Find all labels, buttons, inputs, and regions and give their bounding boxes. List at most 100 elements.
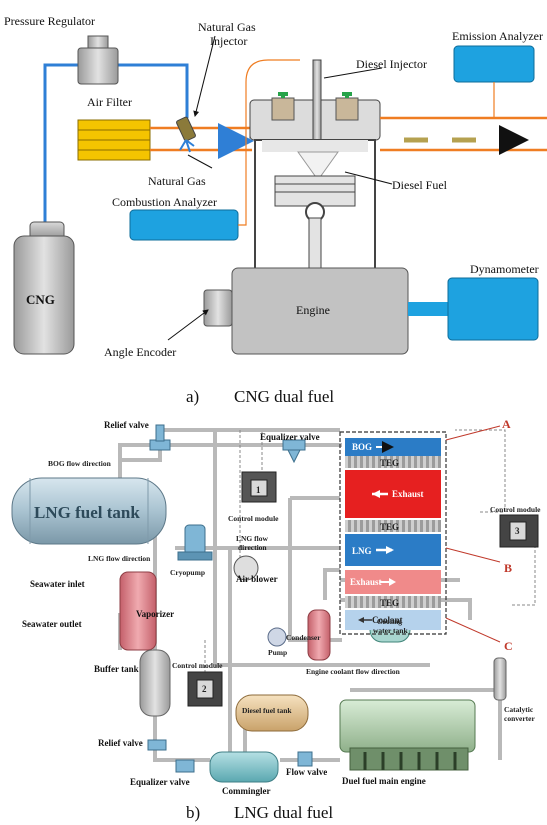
pump	[267, 627, 287, 647]
marker-b: B	[504, 561, 512, 575]
dynamometer	[447, 277, 539, 341]
label-lng-flow-1: LNG flow direction	[88, 554, 151, 563]
label-engine-coolant-flow: Engine coolant flow direction	[306, 667, 401, 676]
marker-a-pointer	[445, 425, 501, 441]
label-diesel-fuel-tank: Diesel fuel tank	[242, 706, 292, 715]
label-control-module-1: Control module	[228, 514, 279, 523]
label-relief-valve-bottom: Relief valve	[98, 738, 143, 748]
cylinder-block	[254, 139, 376, 271]
band-teg-3	[345, 596, 441, 608]
label-pressure-regulator: Pressure Regulator	[4, 14, 95, 28]
control-module-3	[499, 514, 539, 548]
teg-stack	[339, 431, 447, 635]
label-cng: CNG	[26, 292, 55, 307]
natural-gas-injector	[176, 116, 196, 153]
label-catalytic-2: converter	[504, 714, 535, 723]
vaporizer	[119, 571, 157, 651]
lng-fuel-tank	[11, 477, 167, 545]
label-cooling-2: water tank	[373, 626, 408, 635]
label-natural-gas: Natural Gas	[148, 174, 206, 188]
relief-valve-bottom	[147, 739, 167, 751]
label-pump: Pump	[268, 648, 287, 657]
label-angle-encoder: Angle Encoder	[104, 345, 176, 359]
label-control-module-3: Control module	[490, 505, 541, 514]
label-seawater-inlet: Seawater inlet	[30, 579, 85, 589]
panel-b: Relief valve BOG flow direction Equalize…	[11, 417, 541, 822]
exhaust-pipes	[380, 116, 547, 152]
label-diesel-injector: Diesel Injector	[356, 57, 427, 71]
marker-c: C	[504, 639, 513, 653]
band-teg-2	[345, 520, 441, 532]
control-module-2	[187, 671, 223, 707]
label-seawater-outlet: Seawater outlet	[22, 619, 82, 629]
label-lng-fuel-tank: LNG fuel tank	[34, 503, 140, 522]
panel-a: Pressure Regulator Natural Gas Injector …	[4, 14, 547, 406]
label-cooling-1: Cooling	[377, 617, 402, 626]
label-air-blower: Air blower	[236, 574, 278, 584]
air-filter	[77, 119, 151, 161]
band-coolant	[345, 610, 441, 630]
marker-c-pointer	[445, 617, 501, 643]
label-buffer-tank: Buffer tank	[94, 664, 139, 674]
control-signal-lines	[204, 429, 536, 680]
band-label-coolant: Coolant	[372, 615, 403, 625]
catalytic-converter	[493, 657, 507, 701]
caption-b-text: LNG dual fuel	[234, 803, 333, 822]
label-main-engine: Duel fuel main engine	[342, 776, 426, 786]
marker-a: A	[502, 417, 511, 431]
label-equalizer-valve-bottom: Equalizer valve	[130, 777, 190, 787]
band-label-teg-3: TEG	[380, 598, 399, 608]
pressure-sensor-line	[238, 59, 300, 226]
cng-gas-line	[43, 63, 189, 225]
label-lng-flow-2a: LNG flow	[236, 534, 268, 543]
label-dynamometer: Dynamometer	[470, 262, 539, 276]
flow-valve	[297, 751, 313, 767]
cng-cylinder	[13, 221, 75, 355]
dyno-shaft	[408, 302, 450, 316]
buffer-tank	[139, 649, 171, 717]
band-teg-1	[345, 456, 441, 468]
label-commingler: Commingler	[222, 786, 271, 796]
relief-valve-top	[149, 424, 171, 451]
equalizer-valve-top	[282, 439, 306, 464]
label-air-filter: Air Filter	[87, 95, 132, 109]
caption-b-letter: b)	[186, 803, 200, 822]
combustion-analyzer	[129, 209, 239, 241]
pressure-regulator	[77, 35, 119, 85]
band-label-exhaust-2: Exhaust	[350, 577, 382, 587]
label-engine: Engine	[296, 303, 330, 317]
label-relief-valve-top: Relief valve	[104, 420, 149, 430]
band-label-lng: LNG	[352, 546, 372, 556]
band-exhaust-1	[345, 470, 441, 518]
label-catalytic-1: Catalytic	[504, 705, 534, 714]
module-number-3: 3	[515, 526, 520, 536]
emission-analyzer	[453, 45, 535, 83]
caption-a-letter: a)	[186, 387, 199, 406]
equalizer-valve-bottom	[175, 759, 195, 773]
cryopump	[177, 524, 213, 561]
label-emission-analyzer: Emission Analyzer	[452, 29, 543, 43]
label-ng-injector-1: Natural Gas	[198, 20, 256, 34]
label-flow-valve: Flow valve	[286, 767, 327, 777]
label-control-module-2: Control module	[172, 661, 223, 670]
band-label-teg-1: TEG	[380, 458, 399, 468]
label-diesel-fuel: Diesel Fuel	[392, 178, 448, 192]
band-label-teg-2: TEG	[380, 522, 399, 532]
label-bog-flow: BOG flow direction	[48, 459, 112, 468]
label-ng-injector-2: Injector	[210, 34, 247, 48]
label-cryopump: Cryopump	[170, 568, 205, 577]
condenser	[307, 609, 331, 661]
control-module-1	[241, 471, 277, 503]
air-blower	[233, 555, 259, 581]
main-engine	[339, 699, 476, 771]
label-condenser: Condenser	[286, 633, 321, 642]
module-number-1: 1	[256, 485, 261, 495]
caption-a-text: CNG dual fuel	[234, 387, 334, 406]
label-lng-flow-2b: direction	[238, 543, 267, 552]
label-vaporizer: Vaporizer	[136, 609, 174, 619]
module-number-2: 2	[202, 684, 207, 694]
label-equalizer-valve-top: Equalizer valve	[260, 432, 320, 442]
marker-b-pointer	[445, 547, 501, 563]
diesel-fuel-tank	[235, 694, 309, 732]
